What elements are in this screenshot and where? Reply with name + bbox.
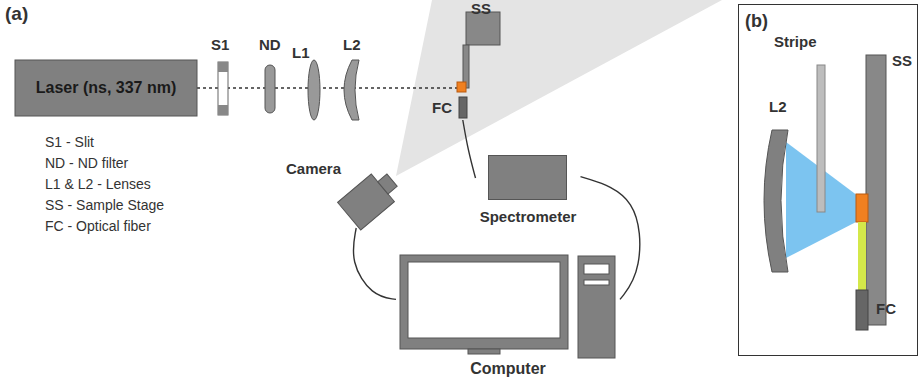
sample xyxy=(856,194,868,222)
node-label: Computer xyxy=(470,360,546,378)
node-label: FC xyxy=(432,99,452,116)
legend-entry: ND - ND filter xyxy=(45,155,128,171)
node-label: (b) xyxy=(745,11,768,32)
computer-tower xyxy=(578,256,615,358)
node-label: Camera xyxy=(286,160,341,177)
camera-box: Camera xyxy=(283,157,405,228)
stripe-mask xyxy=(817,65,825,212)
part-label: S1 xyxy=(211,36,229,53)
monitor xyxy=(400,255,568,349)
legend-entry: L1 & L2 - Lenses xyxy=(45,176,151,192)
part-label: L2 xyxy=(343,36,361,53)
part-label: L1 xyxy=(292,44,310,61)
camera-symbol xyxy=(338,166,404,230)
laser-body xyxy=(15,60,197,116)
lens-l1 xyxy=(308,60,320,120)
monitor-screen xyxy=(408,262,560,338)
drive-bay xyxy=(584,280,609,285)
computer-box: Computer xyxy=(396,250,620,380)
cable xyxy=(581,177,640,300)
emission-light xyxy=(858,222,866,290)
sample-stage xyxy=(866,55,886,325)
legend-entry: S1 - Slit xyxy=(45,134,94,150)
part-label: FC xyxy=(876,300,896,317)
lens-l2 xyxy=(344,60,359,120)
nd-filter xyxy=(265,65,275,113)
node-label: Spectrometer xyxy=(480,208,577,225)
part-label: ND xyxy=(259,36,281,53)
part-label: (a) xyxy=(5,3,28,25)
optical-fiber-tip xyxy=(459,97,467,118)
drive-bay xyxy=(584,264,609,274)
part-label: L2 xyxy=(769,98,787,115)
monitor-stand xyxy=(468,349,500,354)
cable xyxy=(463,120,476,178)
slit-blade xyxy=(218,105,228,115)
slit-frame xyxy=(218,62,228,115)
spectrometer-body xyxy=(488,155,567,200)
sample xyxy=(457,82,466,92)
cable xyxy=(353,228,396,299)
laser-box: Laser (ns, 337 nm) xyxy=(15,60,197,116)
part-label: Stripe xyxy=(774,33,817,50)
legend-entry: FC - Optical fiber xyxy=(45,218,151,234)
optical-fiber-tip xyxy=(856,290,868,330)
legend-entry: SS - Sample Stage xyxy=(45,197,164,213)
camera-lens xyxy=(378,174,397,194)
spectrometer-box: Spectrometer xyxy=(476,155,581,227)
node-label: Laser (ns, 337 nm) xyxy=(36,79,177,97)
laser-beam xyxy=(197,87,458,88)
lens-l2 xyxy=(764,130,788,272)
fiber-label-box: FC xyxy=(430,95,470,120)
part-label: SS xyxy=(471,0,491,17)
part-label: SS xyxy=(892,52,912,69)
slit-blade xyxy=(218,62,228,72)
